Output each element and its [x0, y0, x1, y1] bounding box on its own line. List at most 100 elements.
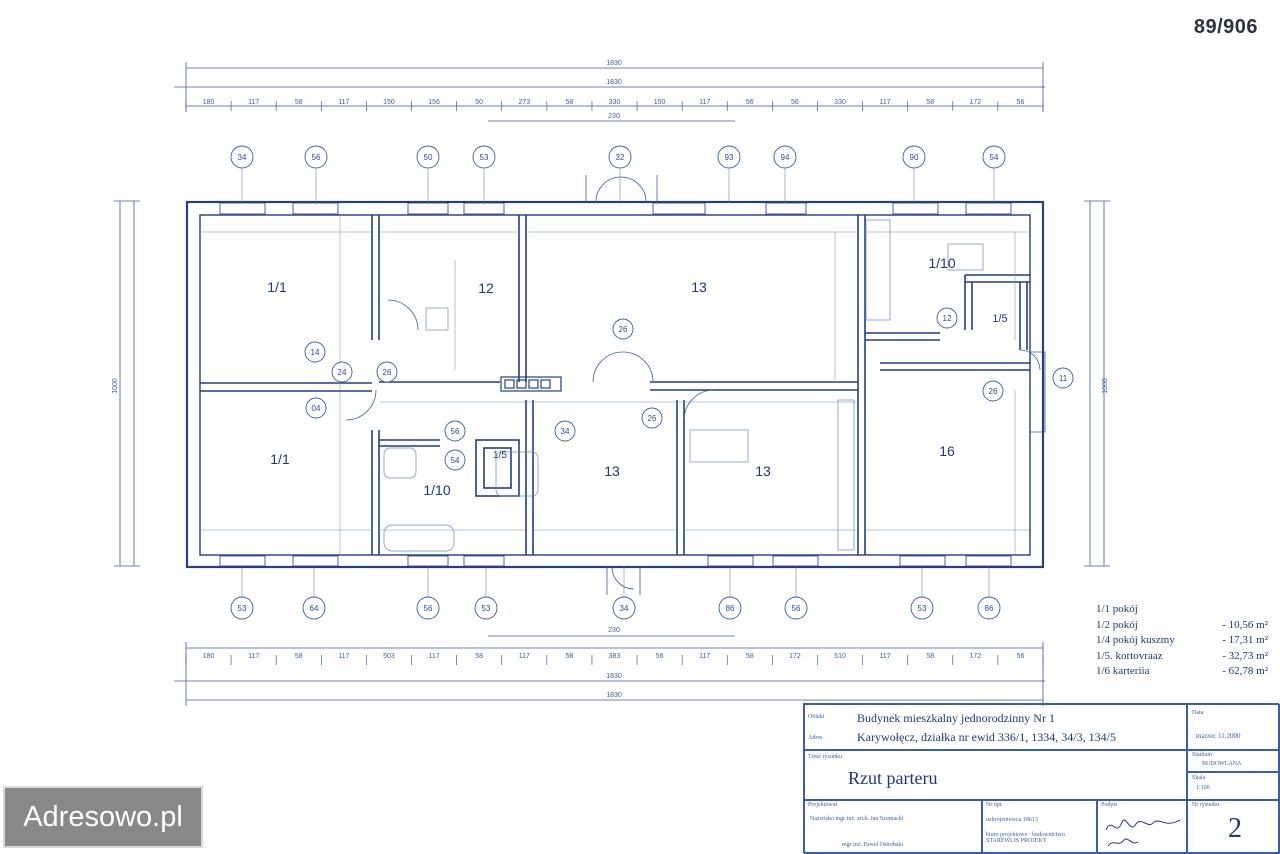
top-segment-label: 58 — [295, 99, 303, 106]
legend-row: 1/5. kortovraaz- 32,73 m² — [1096, 649, 1268, 665]
room-label-1-10-bottom: 1/10 — [423, 482, 450, 498]
bottom-segment-label: 117 — [338, 653, 349, 660]
tb-stadium-label: Stadium — [1192, 752, 1213, 758]
bottom-axis-bubble-label: 56 — [792, 604, 801, 613]
inner-axis-bubble-circle — [554, 420, 576, 442]
bottom-segment-label: 117 — [428, 653, 439, 660]
bottom-segment-label: 510 — [834, 653, 846, 660]
inner-axis-bubble-circle — [444, 420, 466, 442]
legend-room-name: 1/6 karteriia — [1096, 665, 1150, 677]
bottom-segment-label: 117 — [248, 653, 259, 660]
room-label-12: 12 — [478, 280, 494, 296]
inner-axis-bubble-label: 26 — [619, 325, 628, 334]
top-segment-label: 330 — [834, 99, 846, 106]
legend-room-area: - 10,56 m² — [1222, 618, 1268, 631]
inner-axis-bubble-label: 24 — [338, 368, 347, 377]
entrance-width-dimension: 230 — [608, 113, 620, 120]
room-label-16: 16 — [939, 443, 955, 459]
left-height-dimension: 1000 — [112, 378, 119, 394]
top-segment-label: 273 — [518, 99, 530, 106]
bottom-axis-bubble-label: 53 — [918, 604, 927, 613]
tb-author-value: Nazwisko mgr inż. arch. Jan Szumacki — [810, 816, 904, 822]
legend-room-area: - 32,73 m² — [1222, 649, 1268, 662]
inner-axis-bubble-circle — [982, 380, 1004, 402]
inner-axis-bubble-label: 54 — [451, 456, 460, 465]
room-label-13-top: 13 — [691, 279, 707, 295]
legend-row: 1/1 pokój — [1096, 602, 1268, 618]
inner-axis-bubble-label: 34 — [561, 427, 570, 436]
top-segment-label: 150 — [654, 99, 666, 106]
tb-checker-value: mgr inż. Paweł Ostrobski — [842, 842, 903, 848]
tb-object-label: Obiekt — [808, 714, 825, 720]
legend-room-area: - 17,31 m² — [1222, 634, 1268, 646]
signature-scribble — [1105, 819, 1181, 847]
top-axis-bubble-label: 53 — [480, 153, 489, 162]
tb-title-cell — [804, 750, 1187, 800]
chimney-block — [500, 376, 562, 392]
inner-axis-bubble-circle — [1052, 367, 1074, 389]
top-segment-label: 58 — [565, 99, 573, 106]
top-segment-label: 180 — [203, 99, 215, 106]
tb-permit-cell — [982, 800, 1097, 854]
room-label-13-right: 13 — [755, 463, 771, 479]
bottom-axis-bubble-circle — [784, 596, 808, 620]
legend-row: 1/2 pokój - 10,56 m² — [1096, 618, 1268, 634]
inner-axis-bubble-label: 14 — [311, 348, 320, 357]
room-label-1-5-top: 1/5 — [992, 313, 1007, 325]
top-segment-label: 58 — [926, 99, 934, 106]
top-segment-label: 56 — [746, 99, 754, 106]
legend-room-area: - 62,78 m² — [1222, 665, 1268, 677]
rear-width-dimension: 230 — [608, 627, 620, 634]
top-axis-bubble-circle — [717, 145, 741, 169]
top-axis-bubble-label: 93 — [725, 153, 734, 162]
legend-room-name: 1/1 pokój — [1096, 603, 1138, 615]
top-axis-bubble-circle — [472, 145, 496, 169]
bottom-segment-label: 58 — [475, 653, 483, 660]
inner-axis-bubble-circle — [612, 318, 634, 340]
bottom-total-dimension-2: 1830 — [606, 692, 622, 699]
legend-room-name: 1/4 pokój kuszmy — [1096, 634, 1175, 646]
inner-axis-bubble-circle — [936, 307, 958, 329]
inner-axis-bubble-label: 04 — [312, 404, 321, 413]
bottom-segment-label: 503 — [383, 653, 395, 660]
bottom-segment-label: 117 — [880, 653, 891, 660]
listing-id: 89/906 — [1193, 16, 1258, 38]
tb-permit-value: uzbrojeniowca 18613 — [986, 817, 1038, 823]
top-axis-bubble-circle — [416, 145, 440, 169]
drawing-title: Rzut parteru — [848, 768, 938, 788]
inner-axis-bubble-label: 26 — [383, 368, 392, 377]
bottom-axis-bubble-label: 56 — [424, 604, 433, 613]
top-axis-bubble-label: 54 — [990, 153, 999, 162]
top-segment-label: 117 — [338, 99, 349, 106]
bottom-axis-bubble-circle — [302, 596, 326, 620]
bottom-segment-label: 172 — [789, 653, 801, 660]
bottom-axis-bubble-label: 86 — [985, 604, 994, 613]
bottom-segment-label: 58 — [746, 653, 754, 660]
inner-axis-bubble-circle — [331, 361, 353, 383]
top-axis-bubble-circle — [304, 145, 328, 169]
bottom-axis-bubble-label: 34 — [620, 604, 629, 613]
bottom-segment-label: 172 — [969, 653, 981, 660]
tb-date-value: marzec 11.2000 — [1196, 732, 1241, 740]
bottom-axis-bubble-circle — [474, 596, 498, 620]
bottom-segment-label: 58 — [565, 653, 573, 660]
tb-sheet-label: Nr rysunku — [1192, 802, 1220, 808]
top-axis-bubble-circle — [982, 145, 1006, 169]
bottom-axis-bubble-circle — [910, 596, 934, 620]
bottom-segment-label: 56 — [1017, 653, 1025, 660]
top-axis-bubble-label: 90 — [910, 153, 919, 162]
legend-room-name: 1/2 pokój — [1096, 618, 1138, 631]
top-axis-bubble-label: 50 — [424, 153, 433, 162]
bottom-segment-label: 58 — [295, 653, 303, 660]
watermark: Adresowo.pl — [3, 786, 203, 848]
inner-axis-bubble-label: 56 — [451, 427, 460, 436]
inner-axis-bubble-circle — [304, 341, 326, 363]
tb-content-label: Treść rysunku — [808, 754, 842, 760]
tb-address-value: Karywołęcz, działka nr ewid 336/1, 1334,… — [857, 730, 1116, 744]
tb-date-label: Data — [1192, 710, 1204, 716]
bottom-axis-bubble-circle — [718, 596, 742, 620]
doors — [345, 175, 1046, 595]
